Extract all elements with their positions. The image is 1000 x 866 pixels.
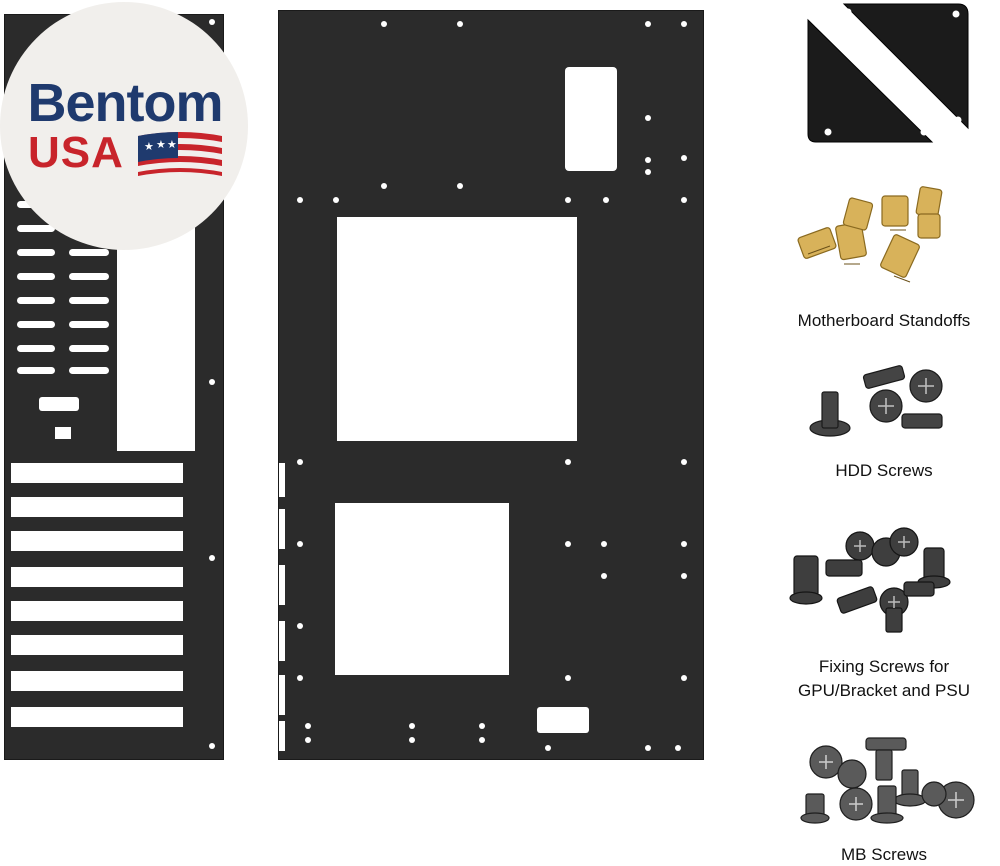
brand-country: USA xyxy=(28,128,124,177)
svg-text:★: ★ xyxy=(167,138,177,151)
brass-standoffs-image xyxy=(797,186,943,283)
tray-top-small-cutout xyxy=(565,67,617,171)
american-flag-icon: ★ ★ ★ xyxy=(138,132,222,176)
mount-hole xyxy=(209,555,215,561)
standoffs-caption: Motherboard Standoffs xyxy=(797,311,971,330)
hdd-screws-image xyxy=(809,365,943,437)
brand-name: Bentom xyxy=(27,73,224,133)
fixing-screws-caption-line2: GPU/Bracket and PSU xyxy=(798,681,970,700)
svg-text:★: ★ xyxy=(156,138,166,151)
mb-screws-caption: MB Screws xyxy=(841,845,927,864)
mb-screws-image xyxy=(800,737,975,824)
mount-hole xyxy=(209,19,215,25)
serial-port-cutout xyxy=(39,397,79,411)
fixing-screws-caption-line1: Fixing Screws for xyxy=(818,657,950,676)
mount-hole xyxy=(209,379,215,385)
motherboard-tray-plate xyxy=(278,10,704,760)
small-square-cutout xyxy=(55,427,71,439)
rear-window-cutout xyxy=(117,215,195,451)
brand-logo-badge: Bentom USA ★ ★ ★ xyxy=(0,2,248,250)
svg-text:★: ★ xyxy=(144,140,154,153)
tray-large-square-cutout xyxy=(337,217,577,441)
tray-lower-square-cutout xyxy=(335,503,509,675)
hdd-screws-caption: HDD Screws xyxy=(835,461,933,480)
tray-bottom-slot-cutout xyxy=(537,707,589,733)
fixing-screws-image xyxy=(789,527,951,633)
mount-hole xyxy=(209,743,215,749)
corner-brackets-image xyxy=(807,3,969,143)
